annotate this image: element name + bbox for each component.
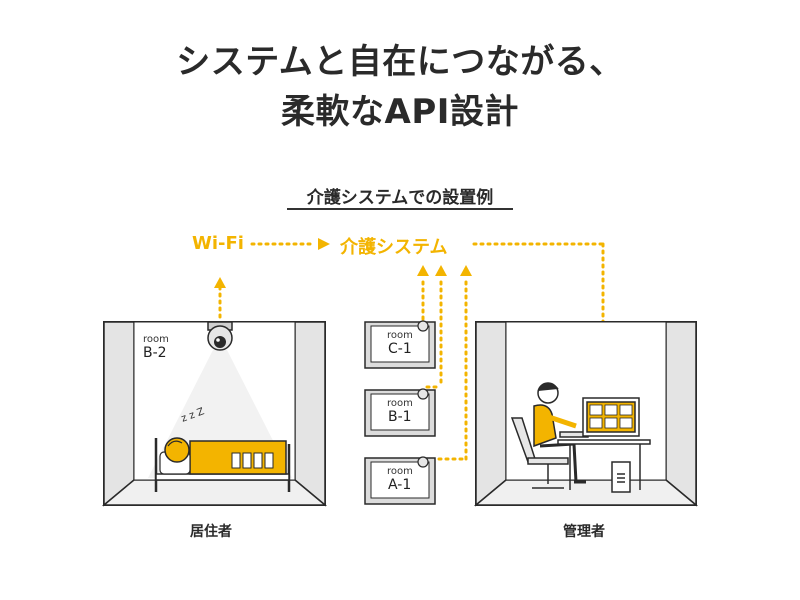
room-b1-code: B-1 xyxy=(388,409,412,425)
arrow-up-icon xyxy=(417,265,429,276)
arrow-up-icon xyxy=(435,265,447,276)
admin-room xyxy=(473,321,699,507)
room-a1 xyxy=(364,456,436,505)
room-c1-word: room xyxy=(387,330,413,341)
room-c1-code: C-1 xyxy=(388,341,412,357)
subtitle-underline xyxy=(287,208,513,210)
camera-icon xyxy=(417,388,429,400)
desk-icon xyxy=(557,431,651,490)
camera-icon xyxy=(417,456,429,468)
camera-icon xyxy=(417,320,429,332)
care-system-label: 介護システム xyxy=(340,237,448,258)
resident-room xyxy=(101,321,328,507)
chair-icon xyxy=(510,417,569,489)
room-c1 xyxy=(364,320,436,369)
person-icon xyxy=(533,382,586,484)
arrow-up-icon xyxy=(460,265,472,276)
room-a1-word: room xyxy=(387,466,413,477)
headline-line-1: システムと自在につながる、 xyxy=(176,42,624,82)
resident-room-code: B-2 xyxy=(143,345,167,361)
camera-icon xyxy=(207,321,233,351)
arrow-right-icon xyxy=(318,238,330,250)
resident-caption: 居住者 xyxy=(190,524,232,540)
headline-line-2: 柔軟なAPI設計 xyxy=(281,92,519,132)
monitor-icon xyxy=(582,397,640,437)
admin-caption: 管理者 xyxy=(563,524,605,540)
pc-tower-icon xyxy=(611,461,631,493)
resident-room-word: room xyxy=(143,334,169,345)
room-a1-code: A-1 xyxy=(388,477,412,493)
room-b1 xyxy=(364,388,436,437)
diagram-subtitle: 介護システムでの設置例 xyxy=(306,188,494,208)
arrow-up-icon xyxy=(214,277,226,288)
wifi-label: Wi-Fi xyxy=(192,233,244,254)
room-b1-word: room xyxy=(387,398,413,409)
bed-icon xyxy=(154,437,291,492)
